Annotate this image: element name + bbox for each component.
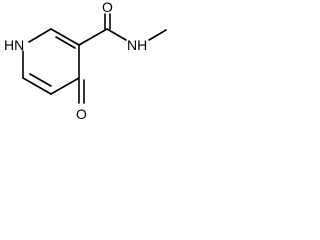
ring-carbonyl bbox=[78, 77, 85, 104]
bond-c5-c6-inner bbox=[29, 73, 52, 87]
bond-c5-c6 bbox=[22, 77, 52, 95]
bond-c3-camide bbox=[78, 28, 108, 46]
chemical-structure-diagram: HN O NH O bbox=[4, 0, 167, 122]
bond-n-methyl bbox=[148, 29, 167, 41]
bond-c4-c5 bbox=[50, 77, 80, 95]
pyridone-ring bbox=[22, 28, 80, 95]
bond-c2-c3 bbox=[50, 28, 80, 46]
amide-group bbox=[78, 13, 167, 46]
bond-camide-n bbox=[106, 28, 127, 41]
atom-label-amide-nh: NH bbox=[127, 37, 147, 53]
atom-label-carbonyl-o-top: O bbox=[102, 0, 113, 15]
bond-n1-c2 bbox=[28, 28, 52, 43]
atom-label-ring-nh: HN bbox=[4, 37, 24, 53]
atom-label-carbonyl-o-bottom: O bbox=[76, 106, 87, 122]
bond-c2-c3-inner bbox=[55, 36, 76, 49]
